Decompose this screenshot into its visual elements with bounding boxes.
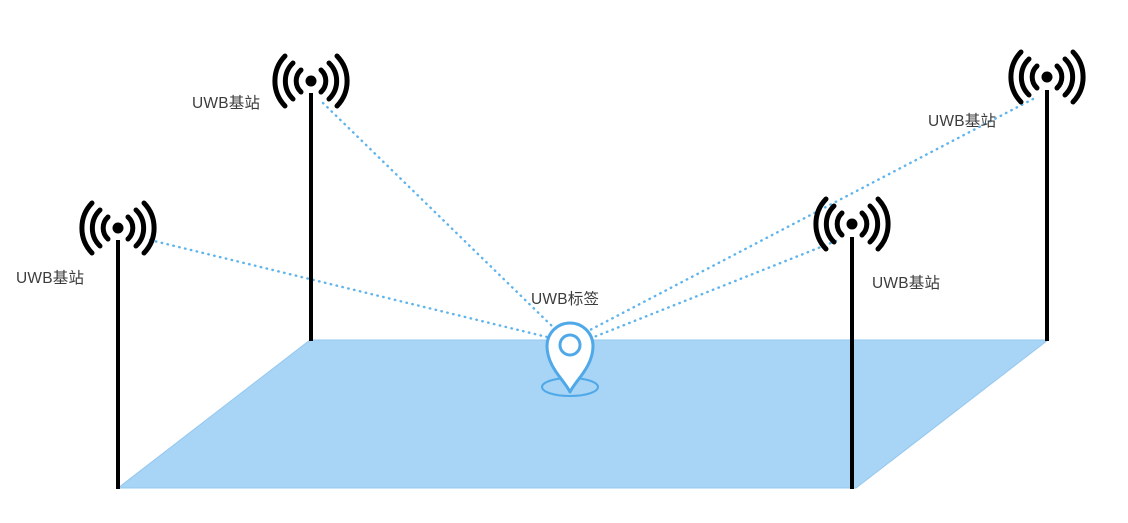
- ranging-line-left: [148, 238, 549, 339]
- floor-plane: [116, 339, 1050, 489]
- tag-label: UWB标签: [531, 291, 600, 308]
- anchor-label-bottom-right: UWB基站: [872, 275, 941, 292]
- pin-body: [545, 321, 595, 394]
- ranging-line-top-right: [588, 97, 1035, 332]
- uwb-tag-pin: [541, 321, 599, 397]
- anchor-label-top-left: UWB基站: [192, 95, 261, 112]
- anchor-label-left: UWB基站: [16, 270, 85, 287]
- ranging-line-bottom-right: [592, 239, 838, 339]
- anchor-label-top-right: UWB基站: [928, 113, 997, 130]
- pin-inner-circle: [558, 333, 582, 357]
- ranging-line-top-left: [321, 101, 558, 332]
